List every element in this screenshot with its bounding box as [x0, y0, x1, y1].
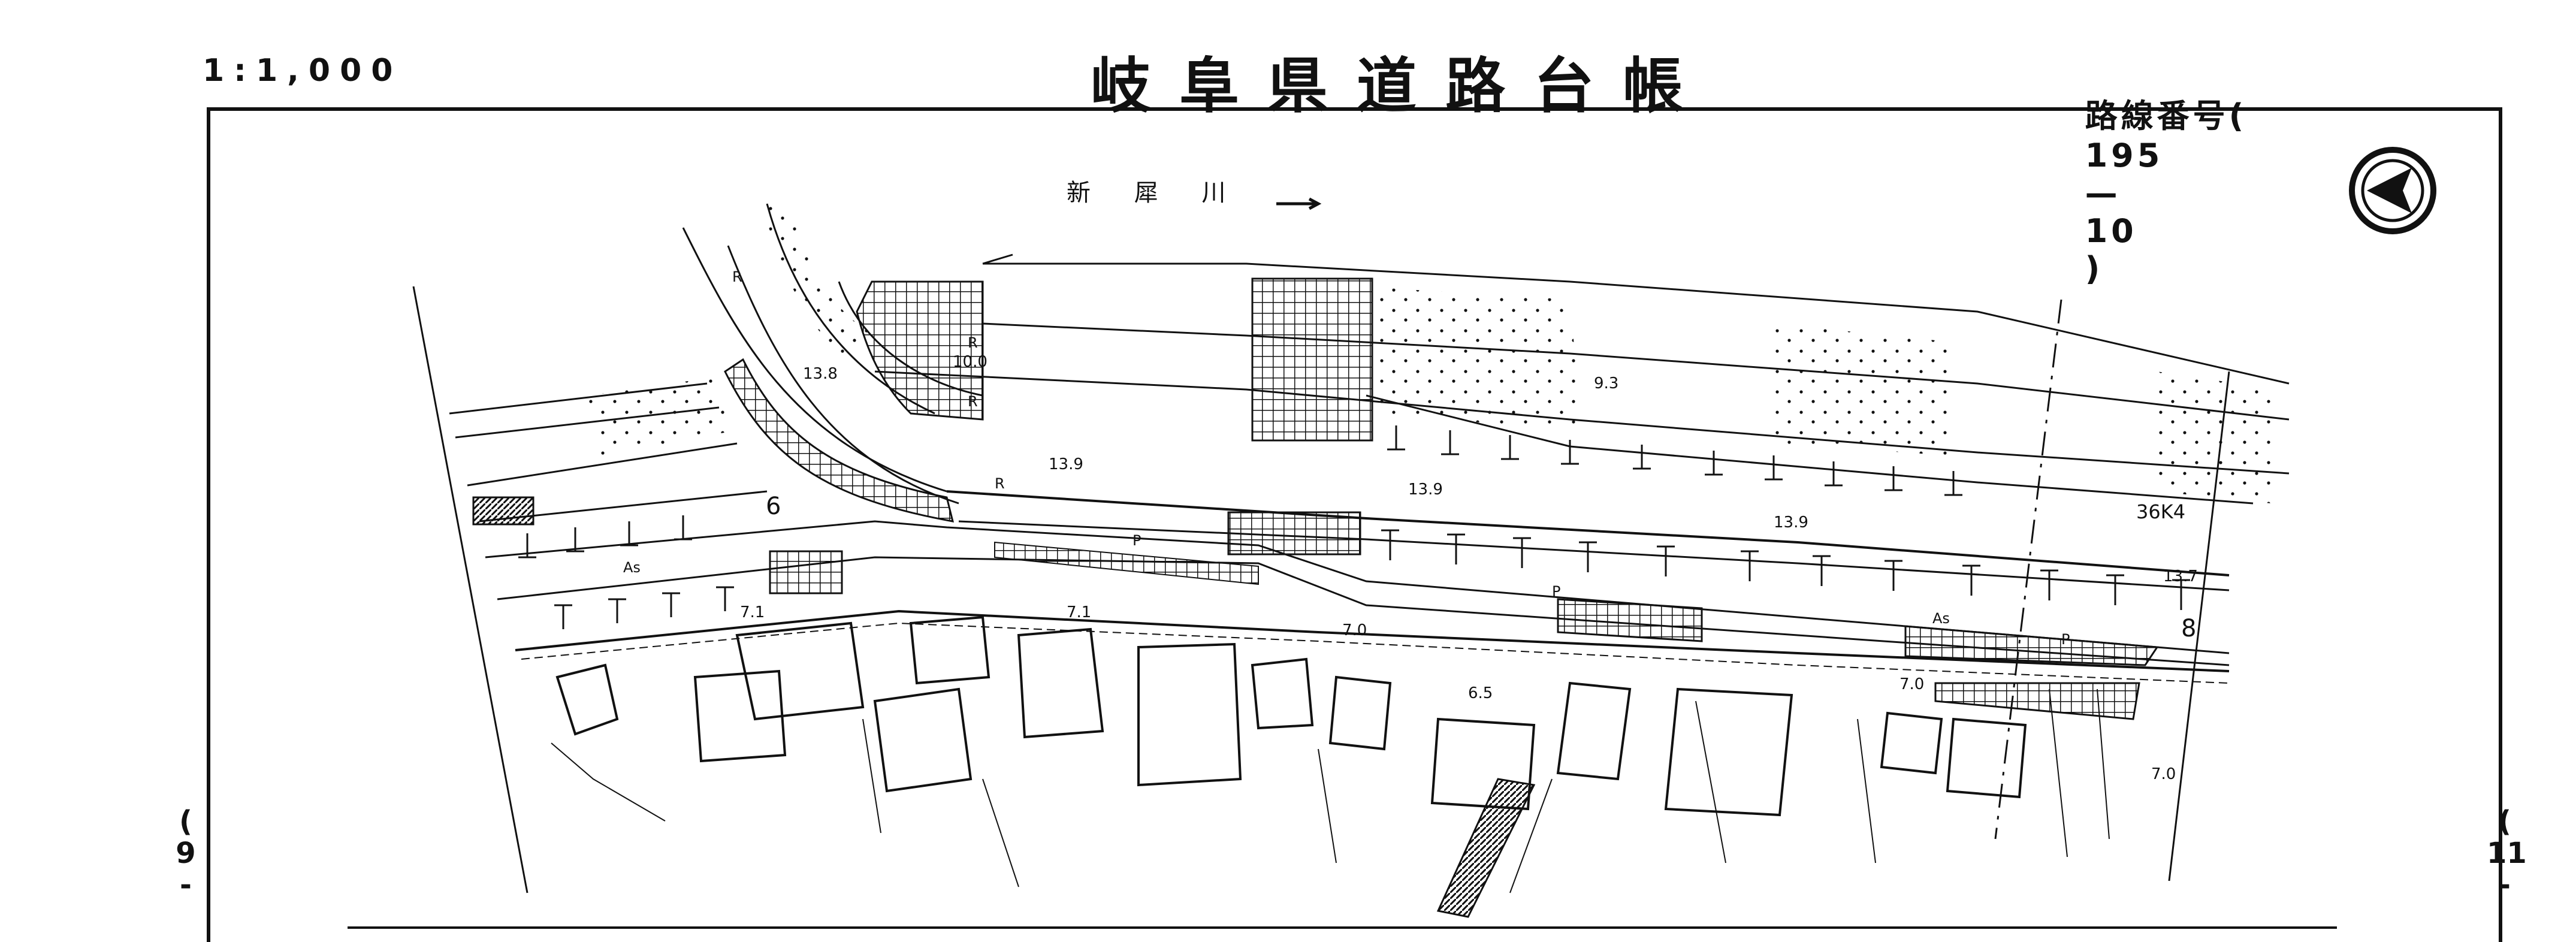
spot-height: 7.1 — [740, 603, 765, 621]
spot-height: 13.9 — [1774, 514, 1808, 532]
route-number: 路線番号( 195 — 10 ) — [2055, 52, 2247, 288]
station-mark: 6 — [766, 493, 781, 520]
side-letter: R — [732, 268, 742, 285]
station-text: 36K4 — [2136, 500, 2185, 523]
scale-label: 1:1,000 — [203, 53, 403, 89]
route-sheet-value: 10 — [2085, 212, 2137, 250]
spot-height: 7.0 — [1342, 621, 1367, 639]
route-label: 路線番号( — [2085, 97, 2248, 135]
side-letter: As — [623, 559, 641, 576]
spot-height: 13.9 — [1049, 455, 1083, 473]
side-letter: P — [1552, 583, 1560, 600]
side-letter: R — [968, 334, 978, 351]
page-marker-left: ( 9 - — [176, 805, 196, 902]
station-mark: 8 — [2181, 615, 2196, 642]
route-number-value: 195 — [2085, 137, 2164, 174]
flow-arrow-icon — [1276, 197, 1322, 210]
spot-height: 13.9 — [1408, 481, 1443, 499]
spot-height: 10.0 — [953, 353, 987, 371]
side-letter: P — [1133, 532, 1141, 549]
spot-height: 9.3 — [1594, 375, 1618, 393]
river-label: 新 犀 川 — [1067, 179, 1243, 207]
side-letter: R — [995, 475, 1005, 492]
spot-height: 6.5 — [1468, 684, 1493, 702]
route-dash: — — [2085, 174, 2121, 212]
spot-height: 13.8 — [803, 365, 838, 383]
side-letter: P — [2061, 631, 2070, 648]
spot-height: 7.0 — [1899, 675, 1924, 693]
north-arrow-icon — [2349, 147, 2436, 234]
route-close: ) — [2085, 250, 2104, 288]
spot-height: 7.1 — [1067, 603, 1091, 621]
side-letter: R — [968, 393, 978, 410]
spot-height: 7.0 — [2151, 765, 2176, 783]
map-frame — [207, 107, 2502, 942]
side-letter: As — [1932, 610, 1950, 627]
spot-height: 13.7 — [2163, 567, 2198, 585]
